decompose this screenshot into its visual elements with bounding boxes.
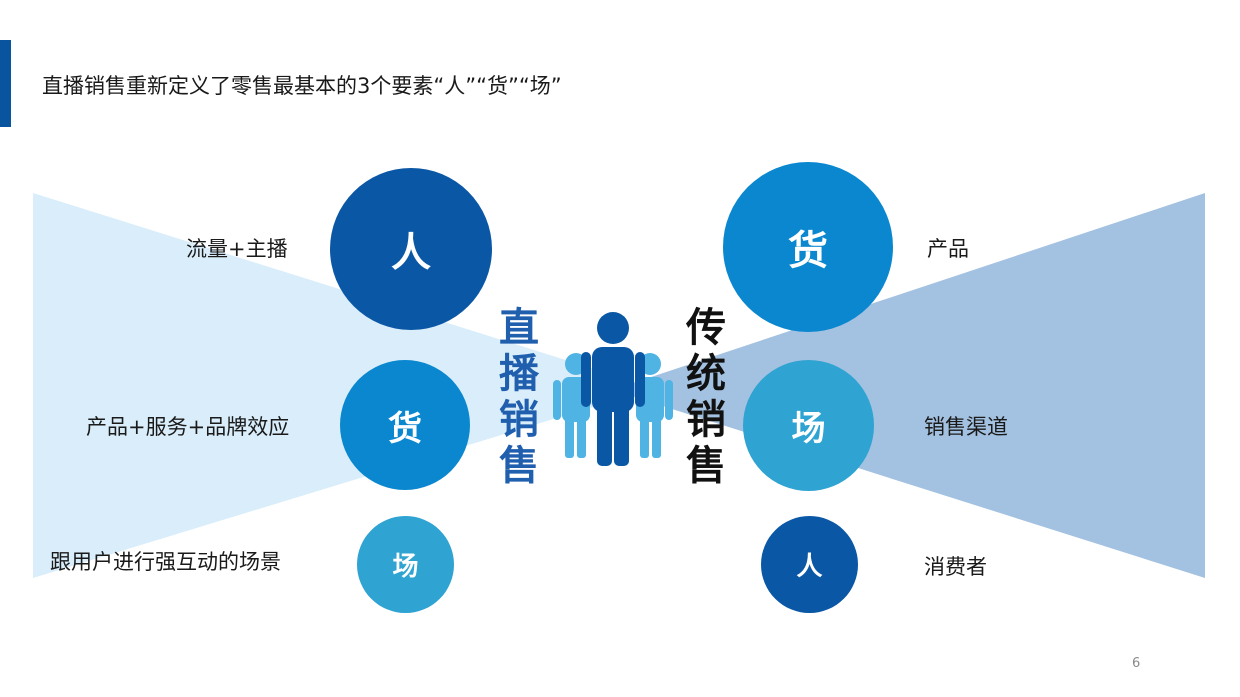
right-circle-huo: 货	[723, 162, 893, 332]
right-circle-chang-text: 场	[791, 409, 826, 449]
page-title: 直播销售重新定义了零售最基本的3个要素“人”“货”“场”	[42, 74, 562, 98]
live-sales-heading: 直 播 销 售	[494, 305, 544, 489]
accent-bar	[0, 40, 11, 127]
label-traffic-host: 流量+主播	[186, 237, 288, 261]
label-interactive-scene: 跟用户进行强互动的场景	[50, 550, 281, 574]
live-sales-char-3: 销	[499, 397, 539, 443]
label-consumer: 消费者	[924, 555, 987, 579]
left-circle-huo-text: 货	[388, 408, 422, 449]
traditional-sales-char-1: 传	[686, 305, 726, 351]
right-circle-huo-text: 货	[788, 228, 828, 274]
traditional-sales-char-2: 统	[686, 351, 726, 397]
live-sales-char-2: 播	[499, 351, 539, 397]
right-circle-ren: 人	[761, 516, 858, 613]
live-sales-char-1: 直	[499, 305, 539, 351]
left-circle-chang-text: 场	[392, 552, 419, 582]
left-circle-ren: 人	[330, 168, 492, 330]
label-product: 产品	[927, 237, 969, 261]
traditional-sales-char-4: 售	[686, 443, 726, 489]
label-sales-channel: 销售渠道	[924, 415, 1008, 439]
left-fan-shape	[33, 193, 655, 578]
right-fan-shape	[612, 193, 1205, 578]
right-circle-ren-text: 人	[796, 552, 823, 582]
page-number: 6	[1132, 656, 1141, 671]
live-sales-char-4: 售	[499, 443, 539, 489]
traditional-sales-char-3: 销	[686, 397, 726, 443]
left-circle-huo: 货	[340, 360, 470, 490]
left-circle-chang: 场	[357, 516, 454, 613]
people-group-icon	[553, 312, 673, 466]
right-circle-chang: 场	[743, 360, 874, 491]
label-product-service-brand: 产品+服务+品牌效应	[86, 415, 290, 439]
traditional-sales-heading: 传 统 销 售	[681, 305, 731, 489]
left-circle-ren-text: 人	[391, 230, 431, 276]
